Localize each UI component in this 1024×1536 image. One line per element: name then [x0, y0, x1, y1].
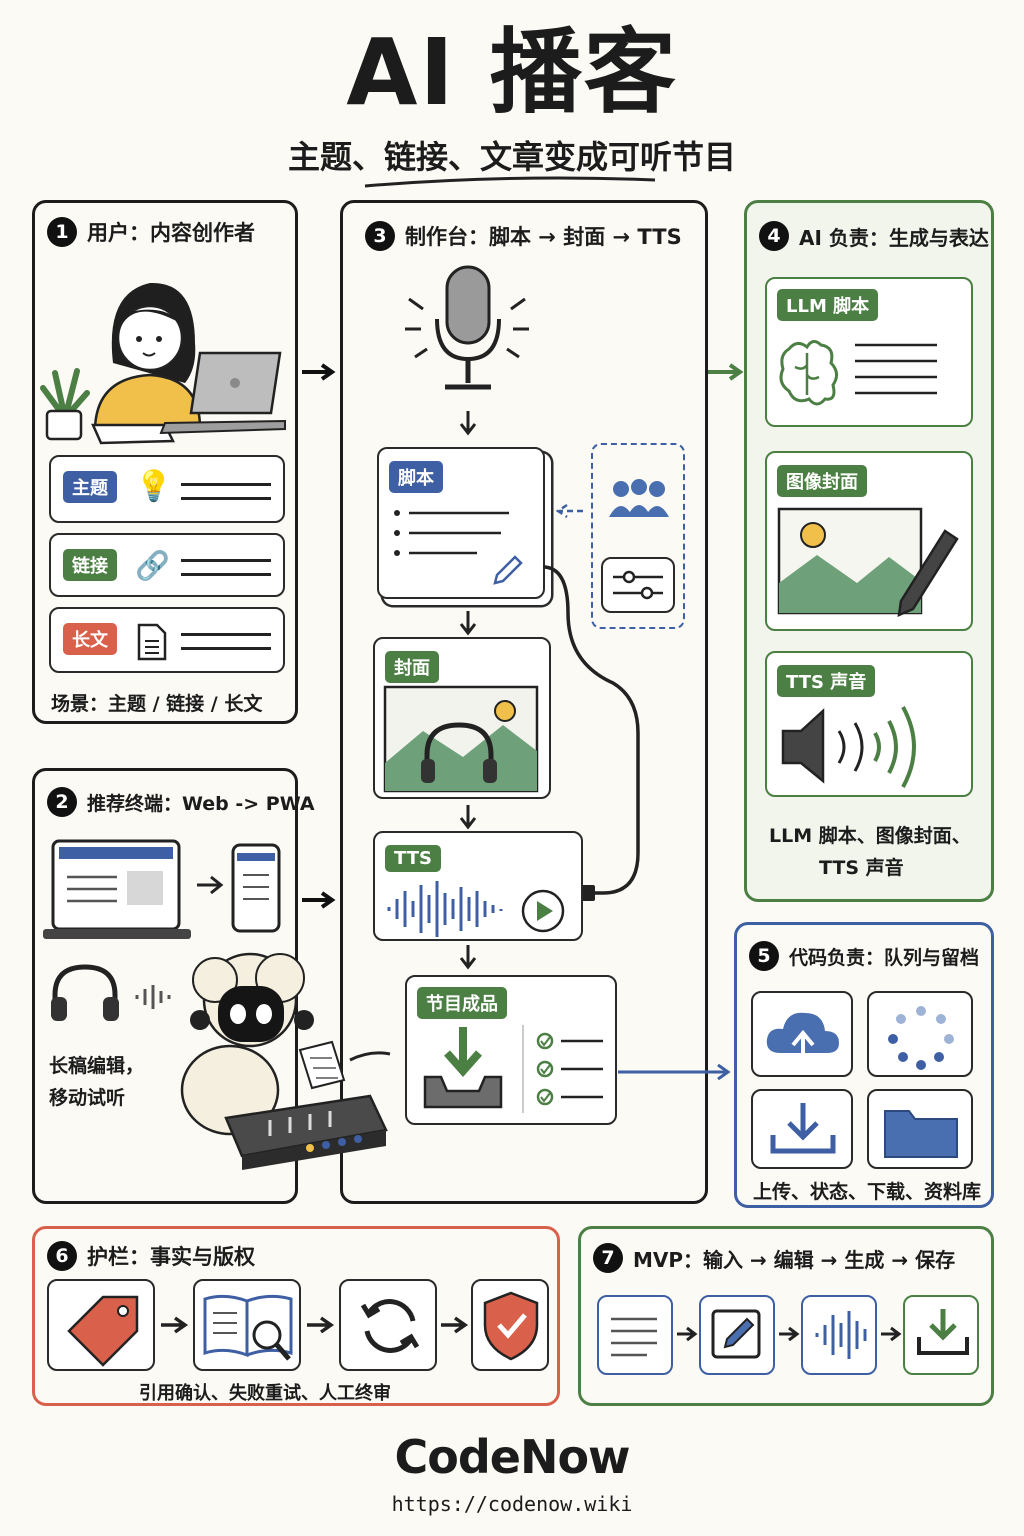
panel-title: MVP：输入 → 编辑 → 生成 → 保存 — [633, 1247, 956, 1272]
panel-user: 1 用户：内容创作者 主题 💡 链接 🔗 长文 场景：主题 / 链接 / 长文 — [32, 200, 298, 724]
arrow-right-icon — [302, 891, 336, 909]
document-icon — [137, 623, 167, 661]
shield-check-icon — [471, 1279, 549, 1371]
panel-ai: 4 AI 负责：生成与表达 LLM 脚本 图像封面 TTS 声音 LLM 脚本、图… — [744, 200, 994, 902]
upload-cloud-icon — [751, 991, 853, 1077]
generate-waveform-icon — [801, 1295, 877, 1375]
arrow-right-icon — [161, 1316, 189, 1334]
arrow-right-icon — [708, 363, 744, 381]
tts-voice-card: TTS 声音 — [765, 651, 973, 797]
speaker-icon — [781, 706, 916, 788]
panel2-caption-line1: 长稿编辑， — [49, 1055, 145, 1077]
input-text-icon — [597, 1295, 673, 1375]
arrow-right-icon — [779, 1326, 800, 1342]
script-tag: 脚本 — [389, 461, 443, 493]
panel2-caption-line2: 移动试听 — [49, 1087, 126, 1109]
panel4-caption-line2: TTS 声音 — [819, 857, 904, 879]
website-link[interactable]: https://codenow.wiki — [391, 1492, 633, 1516]
script-lines-icon — [394, 510, 523, 585]
step-number: 5 — [749, 941, 779, 971]
arrow-down-icon — [459, 411, 477, 436]
panel4-caption-line1: LLM 脚本、图像封面、 — [769, 825, 971, 847]
citation-tag-icon — [47, 1279, 155, 1371]
panel-studio: 3 制作台：脚本 → 封面 → TTS 脚本 封面 — [340, 200, 708, 1204]
folder-library-icon — [867, 1089, 973, 1169]
step-number: 4 — [759, 221, 789, 251]
page-title: AI 播客 — [346, 19, 678, 126]
article-tag: 长文 — [63, 623, 117, 655]
arrow-right-icon — [302, 363, 336, 381]
final-product-tag: 节目成品 — [417, 987, 507, 1019]
arrow-down-icon — [459, 611, 477, 636]
llm-script-card: LLM 脚本 — [765, 277, 973, 427]
cover-tag: 封面 — [385, 651, 439, 683]
cover-card: 封面 — [373, 637, 551, 799]
panel-title: 用户：内容创作者 — [87, 221, 255, 245]
arrow-down-icon — [459, 945, 477, 970]
audience-settings-group — [591, 443, 685, 629]
retry-icon — [339, 1279, 437, 1371]
robot-mascot-illustration — [180, 952, 391, 1170]
waveform-icon — [387, 881, 565, 937]
save-download-icon — [903, 1295, 979, 1375]
panel-title: AI 负责：生成与表达 — [799, 225, 989, 250]
image-cover-tag: 图像封面 — [777, 465, 867, 497]
cover-headphones-image — [383, 685, 539, 793]
brand-logo-text: CodeNow — [394, 1430, 630, 1484]
input-card-article: 长文 — [49, 607, 285, 673]
creator-illustration — [40, 282, 286, 445]
step-number: 6 — [47, 1241, 77, 1271]
tts-tag: TTS — [385, 845, 441, 872]
step-number: 1 — [47, 217, 77, 247]
llm-tag: LLM 脚本 — [777, 289, 879, 321]
panel-title: 代码负责：队列与留档 — [789, 946, 980, 969]
input-card-topic: 主题 💡 — [49, 455, 285, 523]
fact-check-book-icon — [193, 1279, 301, 1371]
underline-swoosh — [364, 176, 656, 188]
step-number: 2 — [47, 787, 77, 817]
step-number: 3 — [365, 221, 395, 251]
input-card-link: 链接 🔗 — [49, 533, 285, 597]
panel-title: 推荐终端：Web -> PWA — [87, 792, 315, 815]
tts-voice-tag: TTS 声音 — [777, 665, 876, 697]
panel-code: 5 代码负责：队列与留档 上传、状态、下载、资料库 — [734, 922, 994, 1208]
audience-icon — [609, 479, 669, 517]
topic-tag: 主题 — [63, 471, 117, 503]
headphones-icon — [51, 964, 171, 1021]
link-icon: 🔗 — [135, 549, 170, 582]
image-cover-card: 图像封面 — [765, 451, 973, 631]
panel-guardrails: 6 护栏：事实与版权 引用确认、失败重试、人工终审 — [32, 1226, 560, 1406]
arrow-right-icon — [881, 1326, 902, 1342]
download-tray-icon — [423, 1025, 603, 1113]
sliders-icon — [601, 557, 675, 613]
laptop-to-phone-illustration — [43, 839, 281, 939]
arrow-right-icon — [677, 1326, 698, 1342]
panel1-caption: 场景：主题 / 链接 / 长文 — [51, 693, 263, 715]
landscape-pencil-icon — [777, 507, 959, 618]
panel-title: 护栏：事实与版权 — [87, 1245, 255, 1269]
arrow-right-icon — [441, 1316, 469, 1334]
panel5-caption: 上传、状态、下载、资料库 — [753, 1181, 982, 1203]
loading-status-icon — [867, 991, 973, 1077]
cable-connector — [542, 565, 640, 901]
arrow-down-icon — [459, 805, 477, 830]
panel-title: 制作台：脚本 → 封面 → TTS — [405, 225, 682, 249]
script-card: 脚本 — [377, 447, 545, 599]
microphone-icon — [405, 265, 529, 390]
link-tag: 链接 — [63, 549, 117, 581]
lightbulb-icon: 💡 — [135, 469, 173, 504]
edit-pencil-icon — [699, 1295, 775, 1375]
final-product-card: 节目成品 — [405, 975, 617, 1125]
page-subtitle: 主题、链接、文章变成可听节目 — [287, 138, 736, 176]
brain-icon — [779, 340, 937, 406]
arrow-right-icon — [618, 1063, 731, 1081]
panel-mvp: 7 MVP：输入 → 编辑 → 生成 → 保存 — [578, 1226, 994, 1406]
panel6-caption: 引用确认、失败重试、人工终审 — [139, 1383, 391, 1404]
arrow-right-icon — [307, 1316, 335, 1334]
arrow-left-icon — [555, 503, 583, 519]
step-number: 7 — [593, 1243, 623, 1273]
download-icon — [751, 1089, 853, 1169]
tts-card: TTS — [373, 831, 583, 941]
